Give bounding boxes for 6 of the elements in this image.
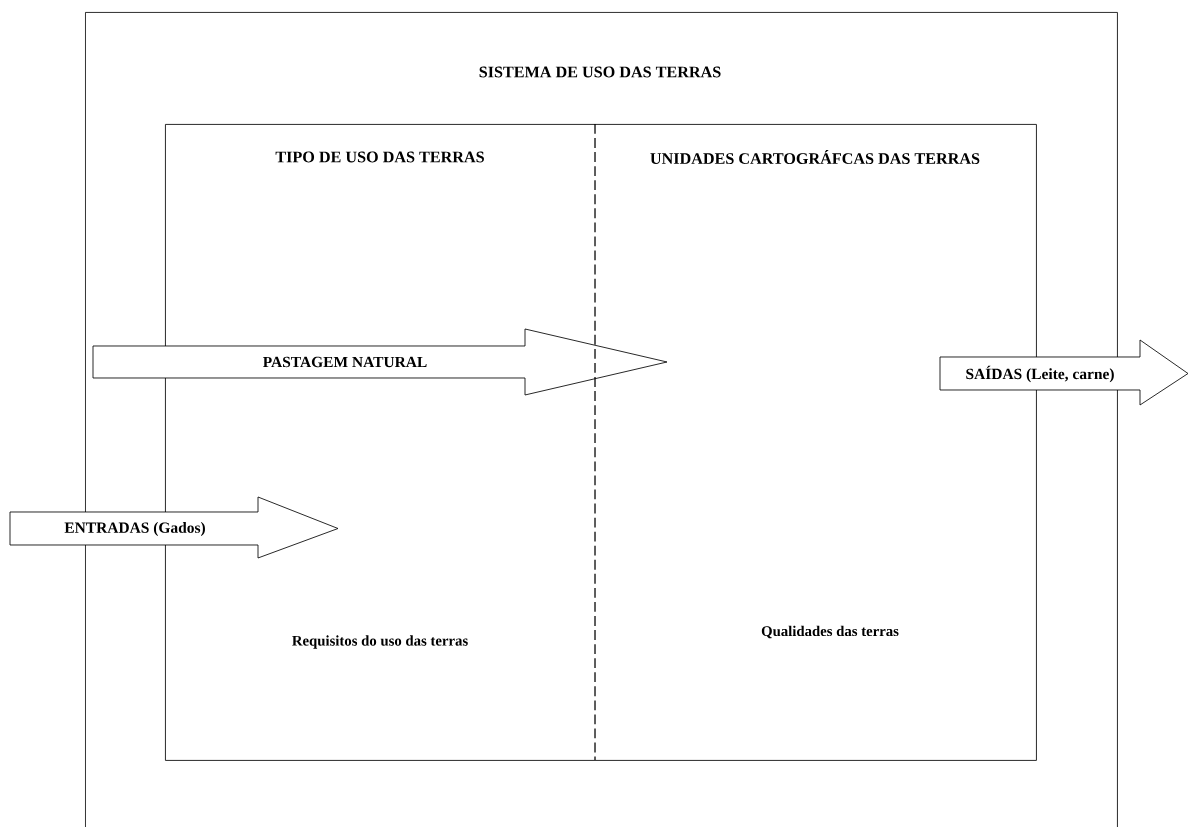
- heading: TIPO DE USO DAS TERRAS: [275, 151, 484, 163]
- panel-text: Requisitos do uso das terras: [292, 635, 468, 649]
- panel-text: Qualidades das terras: [761, 625, 899, 639]
- heading: SISTEMA DE USO DAS TERRAS: [479, 66, 721, 78]
- node-label: SAÍDAS (Leite, carne): [966, 365, 1114, 383]
- heading: UNIDADES CARTOGRÁFCAS DAS TERRAS: [650, 150, 980, 164]
